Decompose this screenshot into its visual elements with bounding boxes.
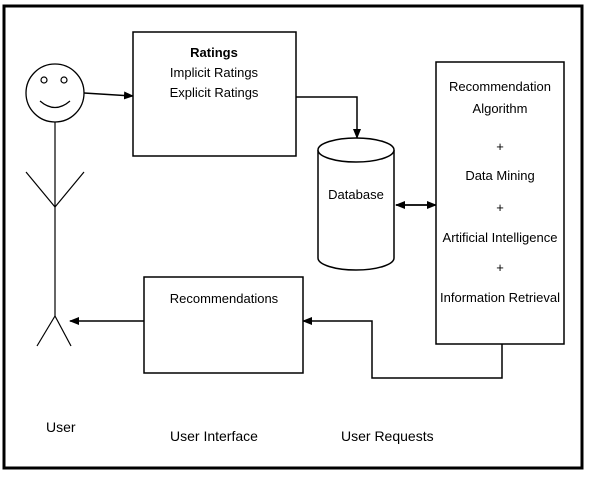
user-right-eye bbox=[60, 76, 68, 84]
recommendations-label: Recommendations bbox=[170, 291, 279, 306]
plus-sign-3: + bbox=[496, 260, 504, 275]
plus-sign-2: + bbox=[496, 200, 504, 215]
database-label: Database bbox=[328, 187, 384, 202]
explicit-ratings-label: Explicit Ratings bbox=[170, 85, 259, 100]
data-mining-label: Data Mining bbox=[465, 168, 534, 183]
ratings-box: Ratings Implicit Ratings Explicit Rating… bbox=[132, 31, 297, 157]
database-body bbox=[317, 150, 395, 271]
recommendation-label: Recommendation bbox=[449, 79, 551, 94]
database-cylinder: Database bbox=[317, 137, 395, 271]
user-stick-figure bbox=[25, 63, 85, 347]
arrow-algorithm-to-recommendations bbox=[302, 317, 503, 379]
recommendations-box: Recommendations bbox=[143, 276, 304, 374]
algorithm-box-frame bbox=[435, 61, 565, 345]
arrow-user-to-ratings bbox=[83, 91, 134, 100]
arrow-ratings-to-database bbox=[296, 96, 361, 139]
user-smile bbox=[39, 100, 71, 109]
user-caption: User bbox=[46, 419, 76, 435]
implicit-ratings-label: Implicit Ratings bbox=[170, 65, 259, 80]
user-interface-caption: User Interface bbox=[170, 428, 258, 444]
database-top bbox=[317, 137, 395, 163]
artificial-intelligence-label: Artificial Intelligence bbox=[443, 230, 558, 245]
user-right-arm bbox=[54, 171, 85, 208]
ratings-title: Ratings bbox=[190, 45, 238, 60]
user-left-eye bbox=[40, 76, 48, 84]
information-retrieval-label: Information Retrieval bbox=[440, 290, 560, 305]
algorithm-label: Algorithm bbox=[473, 101, 528, 116]
user-left-leg bbox=[36, 315, 56, 347]
algorithm-box: Recommendation Algorithm + Data Mining +… bbox=[435, 61, 565, 345]
user-head bbox=[25, 63, 85, 123]
plus-sign-1: + bbox=[496, 139, 504, 154]
ratings-box-frame bbox=[132, 31, 297, 157]
user-requests-caption: User Requests bbox=[341, 428, 434, 444]
user-right-leg bbox=[54, 315, 72, 347]
user-left-arm bbox=[25, 171, 56, 208]
recommendations-box-frame bbox=[143, 276, 304, 374]
